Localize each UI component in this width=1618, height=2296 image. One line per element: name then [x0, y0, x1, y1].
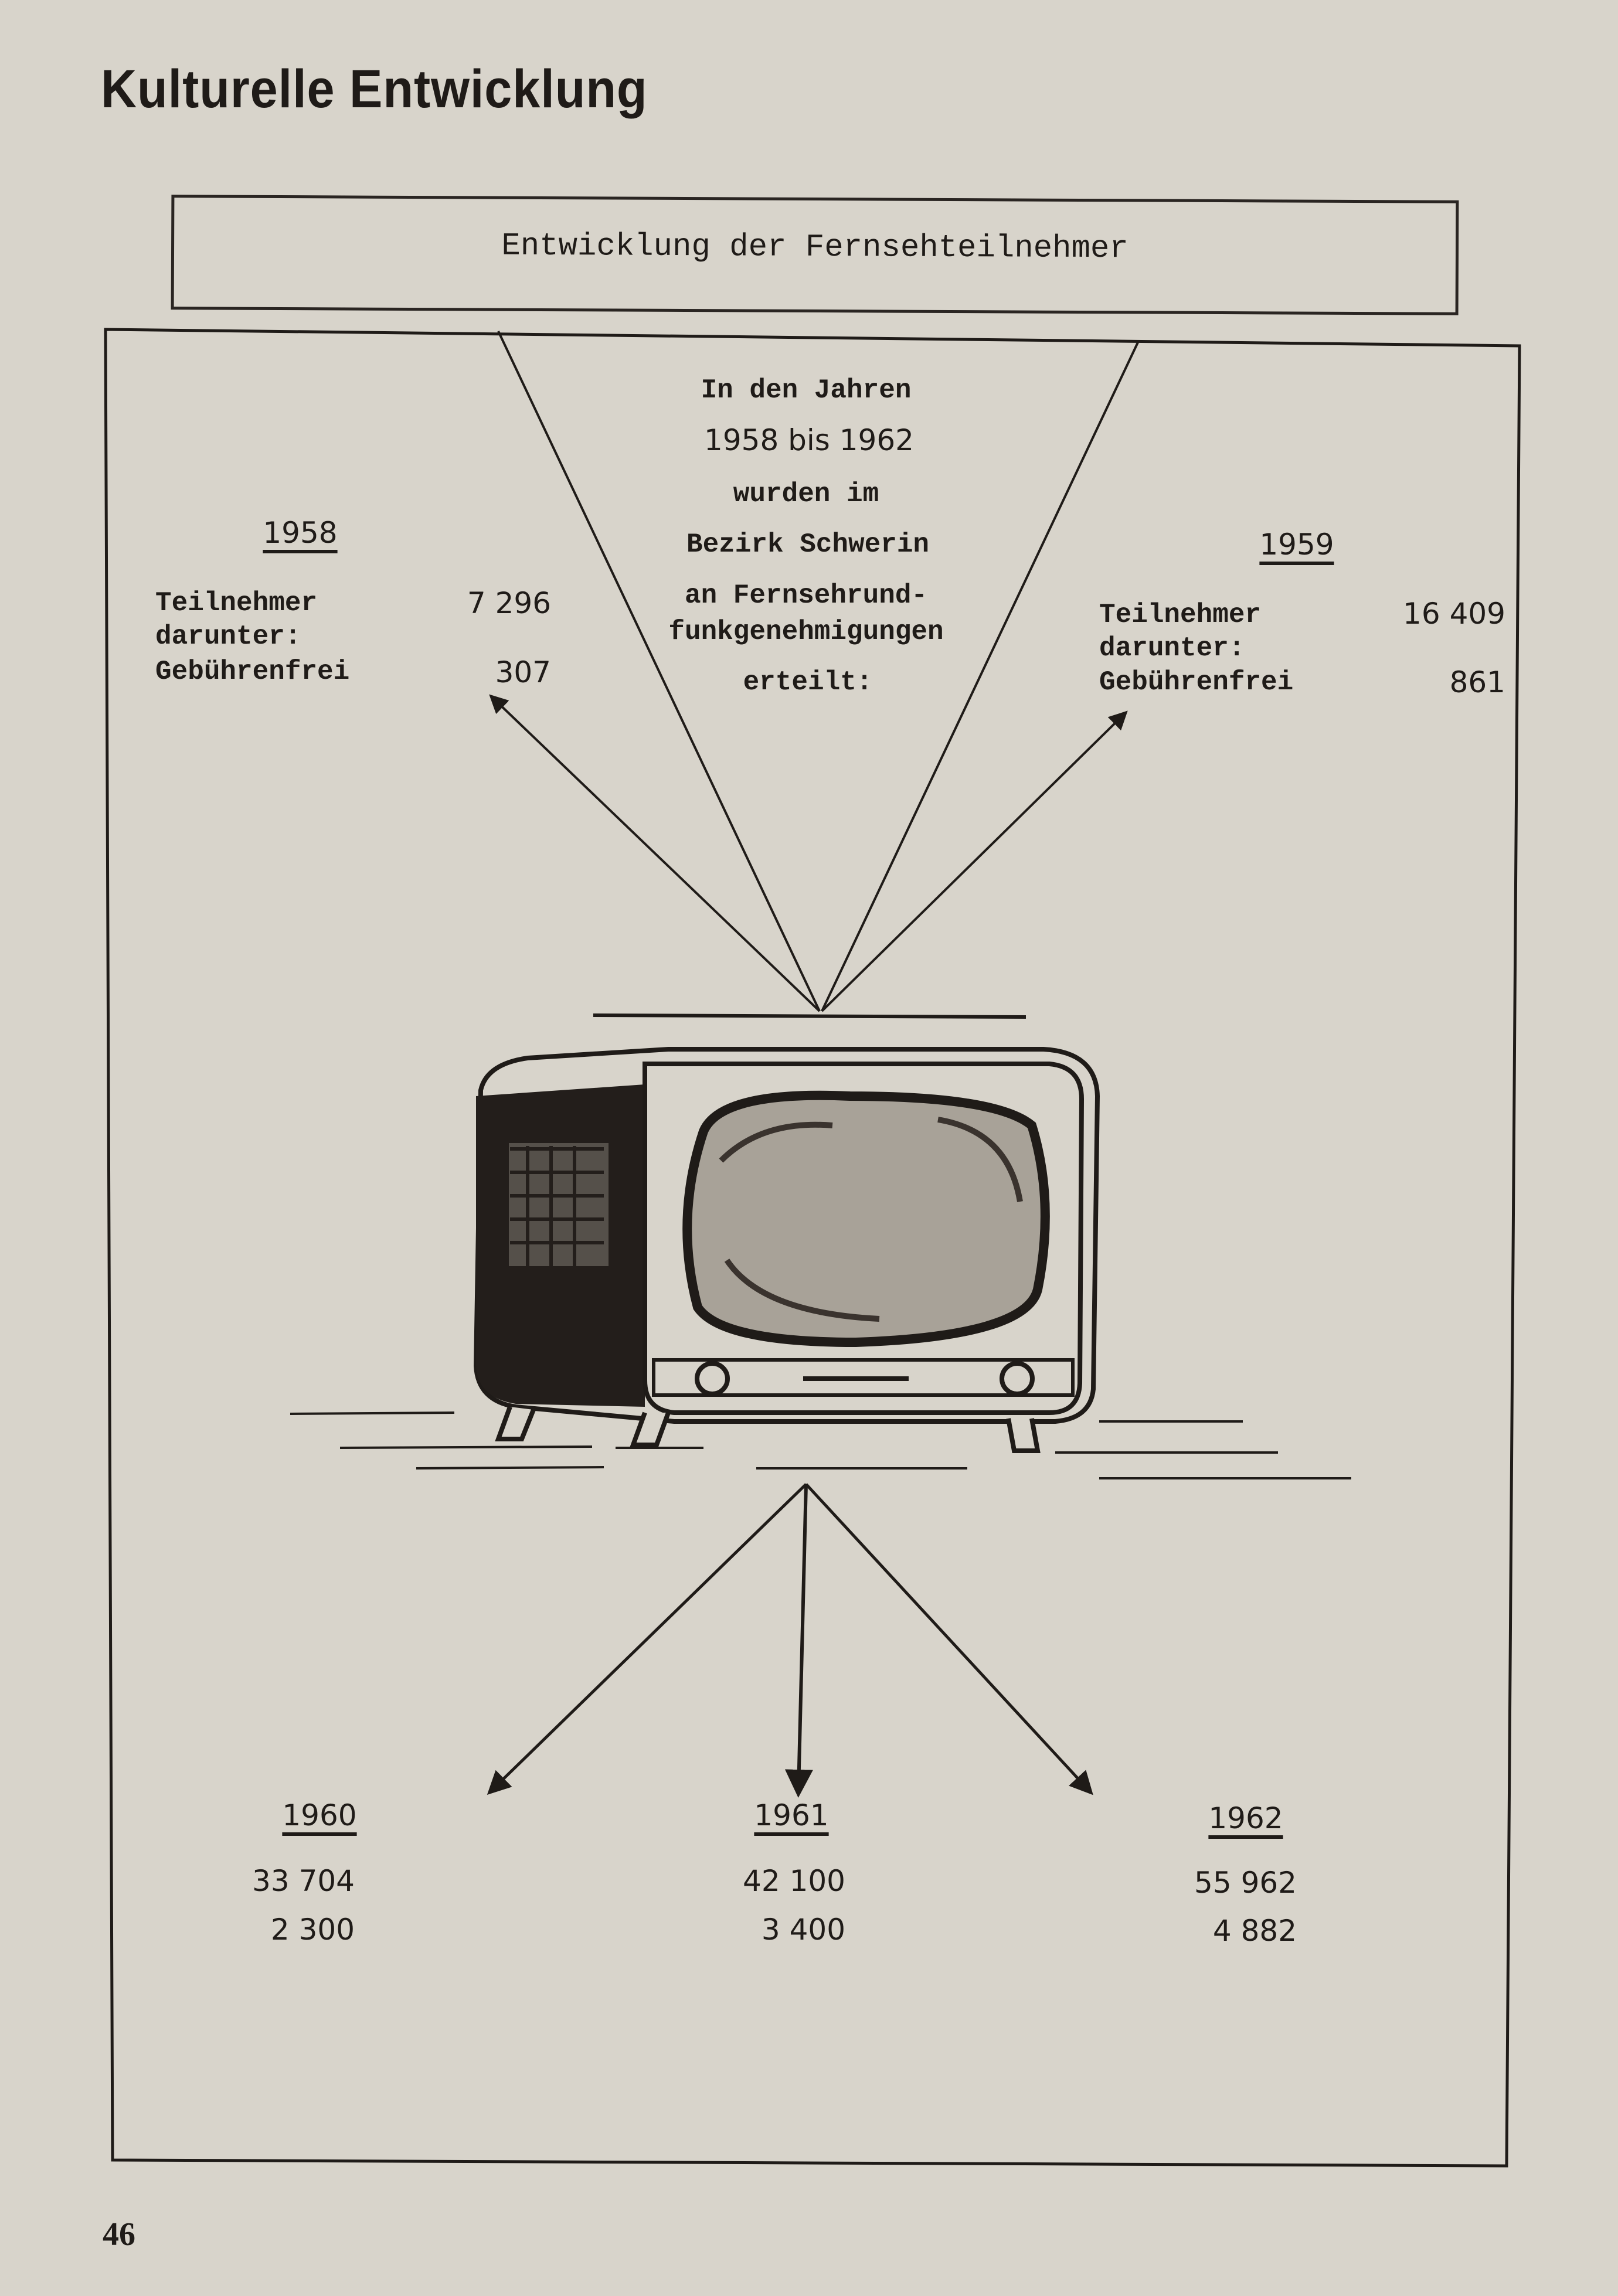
arrow-1961: [784, 1484, 813, 1798]
year-1960: 1960: [282, 1798, 357, 1832]
label-among-them: darunter:: [1099, 633, 1245, 664]
section-title: Kulturelle Entwicklung: [101, 59, 648, 119]
label-fee-exempt: Gebührenfrei: [155, 657, 350, 687]
center-text-line: wurden im: [733, 479, 879, 509]
arrow-1959: [821, 710, 1128, 1012]
label-participants: Teilnehmer: [155, 588, 318, 618]
apex-line: [593, 1013, 1026, 1019]
floor-lines: [290, 1411, 1351, 1479]
year-1961: 1961: [754, 1798, 829, 1832]
arrow-1958: [489, 694, 821, 1012]
label-fee-exempt: Gebührenfrei: [1099, 667, 1294, 698]
center-text-line: In den Jahren: [701, 375, 912, 406]
funnel-line-right: [821, 341, 1140, 1012]
fee-exempt-1958: 307: [495, 655, 551, 689]
participants-1958: 7 296: [467, 586, 551, 620]
year-1958: 1958: [263, 516, 338, 550]
fee-exempt-1961: 3 400: [761, 1913, 845, 1947]
label-participants: Teilnehmer: [1099, 600, 1262, 630]
year-1962: 1962: [1208, 1801, 1283, 1835]
arrow-1960: [487, 1483, 807, 1795]
center-text-line: an Fernsehrund-: [684, 580, 928, 611]
center-text-line: funkgenehmigungen: [668, 617, 944, 647]
center-text-line: erteilt:: [743, 667, 873, 698]
arrow-1962: [805, 1483, 1093, 1795]
tv-knob-left: [695, 1361, 730, 1396]
fee-exempt-1960: 2 300: [270, 1913, 355, 1947]
funnel-line-left: [497, 331, 821, 1012]
fee-exempt-1959: 861: [1449, 665, 1505, 699]
center-text-line: 1958 bis 1962: [704, 423, 914, 457]
participants-1962: 55 962: [1194, 1866, 1297, 1900]
page-number: 46: [103, 2216, 135, 2253]
label-among-them: darunter:: [155, 621, 301, 652]
center-text-line: Bezirk Schwerin: [686, 529, 930, 560]
tv-knob-right: [1000, 1361, 1035, 1396]
television-icon: [473, 1047, 1100, 1453]
participants-1961: 42 100: [743, 1864, 845, 1898]
main-frame: [104, 328, 1521, 2168]
participants-1959: 16 409: [1403, 597, 1505, 631]
year-1959: 1959: [1259, 528, 1334, 562]
fee-exempt-1962: 4 882: [1212, 1914, 1297, 1948]
participants-1960: 33 704: [252, 1864, 355, 1898]
